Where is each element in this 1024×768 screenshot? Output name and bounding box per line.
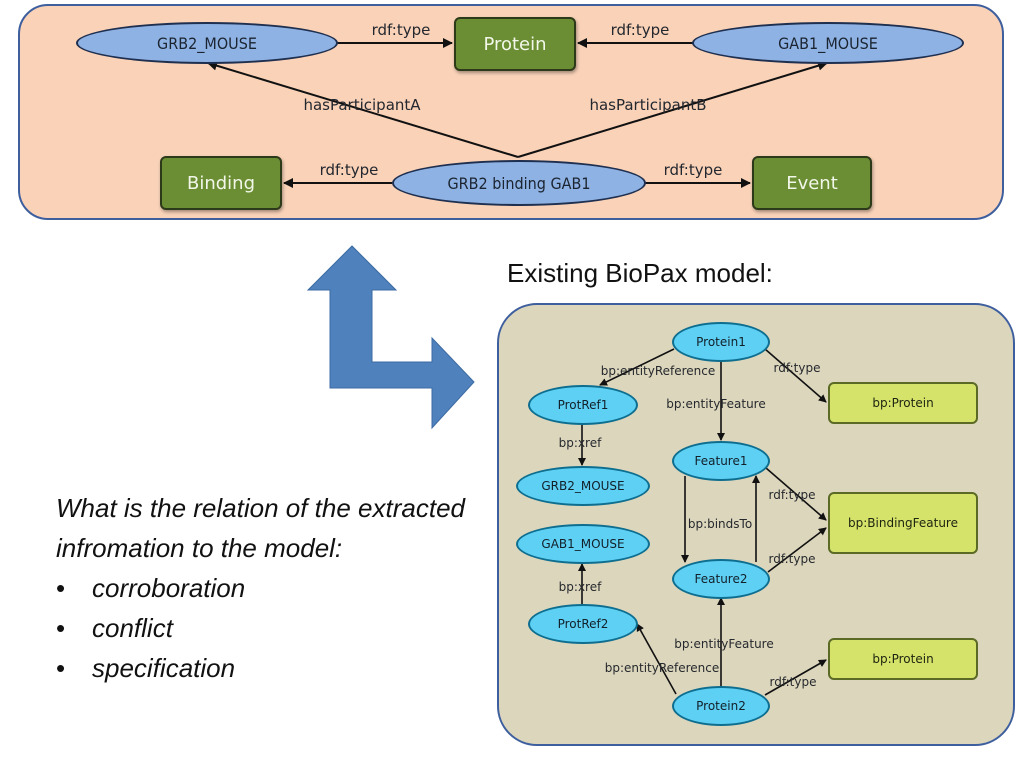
edge-label-rdf-type: rdf:type xyxy=(773,361,821,375)
edge-label-xref: bp:xref xyxy=(558,580,602,594)
bullet-icon: • xyxy=(56,573,66,603)
protref1-node: ProtRef1 xyxy=(528,385,638,425)
gab1-mouse-node: GAB1_MOUSE xyxy=(692,22,964,64)
bp-binding-feature-node: bp:BindingFeature xyxy=(828,492,978,554)
edge-label-rdf-type: rdf:type xyxy=(768,552,816,566)
biopax-heading: Existing BioPax model: xyxy=(507,258,773,288)
edge-label-has-participant-b: hasParticipantB xyxy=(589,96,707,114)
edge-label-rdf-type: rdf:type xyxy=(371,21,431,39)
gab1-mouse-ref-node: GAB1_MOUSE xyxy=(516,524,650,564)
option-corroboration: corroboration xyxy=(92,573,246,603)
edge-label-rdf-type: rdf:type xyxy=(663,161,723,179)
feature1-node: Feature1 xyxy=(672,441,770,481)
edge-label-has-participant-a: hasParticipantA xyxy=(303,96,421,114)
protein1-node: Protein1 xyxy=(672,322,770,362)
list-item: • conflict xyxy=(56,608,476,648)
edge-label-entity-feature: bp:entityFeature xyxy=(674,637,774,651)
binding-node: Binding xyxy=(160,156,282,210)
protein-node: Protein xyxy=(454,17,576,71)
edge-label-entity-reference: bp:entityReference xyxy=(600,364,716,378)
edge-label-rdf-type: rdf:type xyxy=(319,161,379,179)
option-conflict: conflict xyxy=(92,613,173,643)
feature2-node: Feature2 xyxy=(672,559,770,599)
relation-question: What is the relation of the extracted in… xyxy=(56,488,476,688)
list-item: • corroboration xyxy=(56,568,476,608)
event-node: Event xyxy=(752,156,872,210)
protein2-node: Protein2 xyxy=(672,686,770,726)
grb2-binding-gab1-node: GRB2 binding GAB1 xyxy=(392,160,646,206)
bp-protein-node: bp:Protein xyxy=(828,638,978,680)
edge-label-binds-to: bp:bindsTo xyxy=(687,517,753,531)
bp-protein-node: bp:Protein xyxy=(828,382,978,424)
grb2-mouse-node: GRB2_MOUSE xyxy=(76,22,338,64)
option-specification: specification xyxy=(92,653,236,683)
edge-label-entity-reference: bp:entityReference xyxy=(604,661,720,675)
grb2-mouse-ref-node: GRB2_MOUSE xyxy=(516,466,650,506)
edge-label-xref: bp:xref xyxy=(558,436,602,450)
edge-label-entity-feature: bp:entityFeature xyxy=(666,397,766,411)
edge-label-rdf-type: rdf:type xyxy=(769,675,817,689)
edge-label-rdf-type: rdf:type xyxy=(610,21,670,39)
relation-options-list: • corroboration • conflict • specification xyxy=(56,568,476,688)
list-item: • specification xyxy=(56,648,476,688)
protref2-node: ProtRef2 xyxy=(528,604,638,644)
bullet-icon: • xyxy=(56,653,66,683)
question-text: What is the relation of the extracted in… xyxy=(56,493,465,563)
bullet-icon: • xyxy=(56,613,66,643)
edge-label-rdf-type: rdf:type xyxy=(768,488,816,502)
